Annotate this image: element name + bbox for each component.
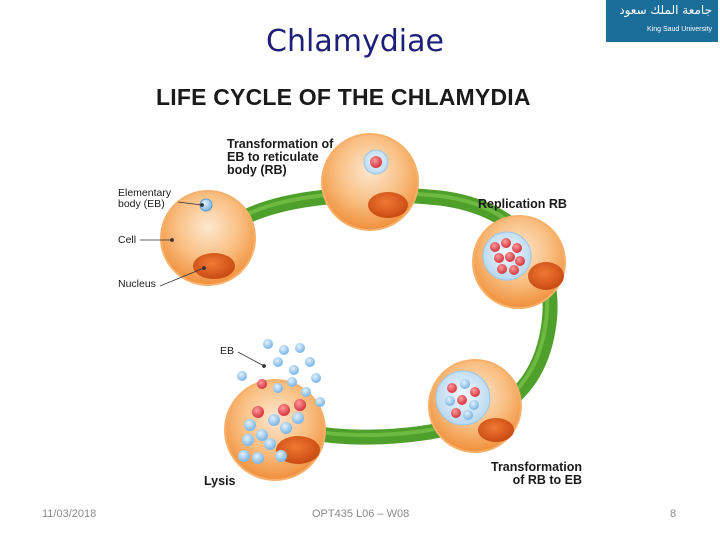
label-elementary-body: Elementary body (EB)	[118, 187, 172, 211]
diagram-heading: LIFE CYCLE OF THE CHLAMYDIA	[156, 84, 531, 110]
label-eb: EB	[220, 345, 235, 357]
label-nucleus: Nucleus	[118, 278, 156, 290]
page-number: 8	[670, 508, 677, 520]
logo-arabic-text: جامعة الملك سعود	[619, 3, 712, 17]
cell-lysis	[224, 379, 326, 481]
cell-replication	[472, 215, 566, 309]
label-lysis: Lysis	[204, 474, 236, 488]
footer-course: OPT435 L06 – W08	[312, 508, 410, 520]
label-transformation-rb-to-eb: Transformation of RB to EB	[491, 460, 582, 488]
released-eb-particles	[237, 339, 325, 407]
logo-english-text: King Saud University	[647, 26, 712, 33]
cell-rb-to-eb	[428, 359, 522, 453]
cell-eb-to-rb	[321, 133, 419, 231]
slide-title: Chlamydiae	[266, 24, 444, 59]
label-replication-rb: Replication RB	[478, 197, 567, 211]
label-cell: Cell	[118, 234, 137, 246]
university-logo: جامعة الملك سعود King Saud University	[606, 0, 718, 42]
footer-date: 11/03/2018	[42, 508, 97, 520]
leader-lines	[140, 201, 266, 368]
cell-eb-attachment	[160, 190, 256, 286]
label-transformation-eb-to-rb: Transformation of EB to reticulate body …	[227, 137, 334, 178]
